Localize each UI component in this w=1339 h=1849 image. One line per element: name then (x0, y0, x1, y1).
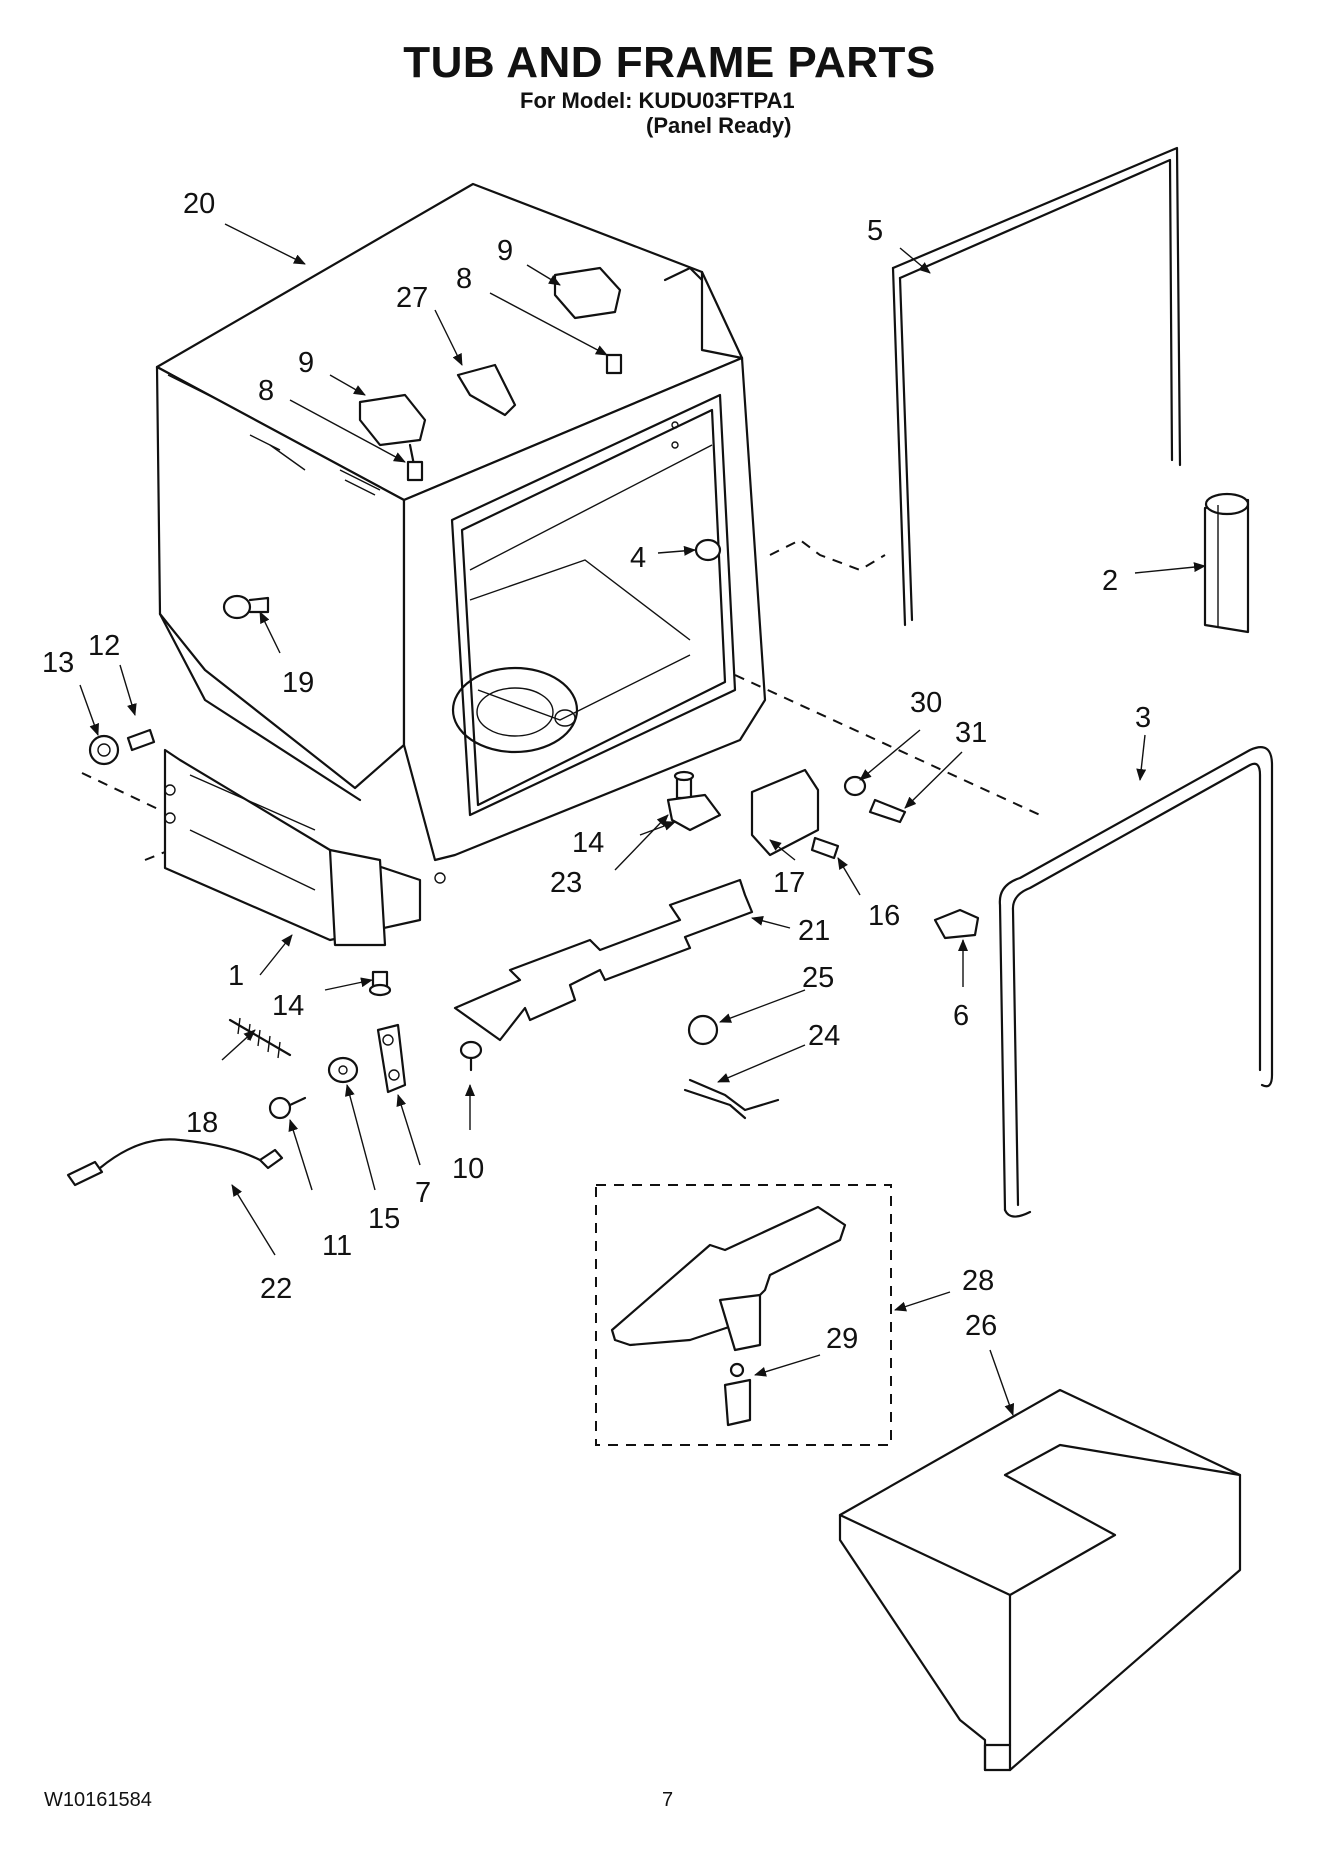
callout-13: 13 (42, 647, 74, 679)
callout-6: 6 (953, 1000, 969, 1032)
callout-22: 19 (282, 667, 314, 699)
callout-31: 31 (955, 717, 987, 749)
callout-27: 27 (396, 282, 428, 314)
door-seal-5 (891, 146, 1182, 627)
callout-15: 15 (368, 1203, 400, 1235)
callout-17: 26 (965, 1310, 997, 1342)
callout-9-left: 9 (298, 347, 314, 379)
callout-2: 2 (1102, 565, 1118, 597)
callout-19: 17 (773, 867, 805, 899)
callout-8-right: 8 (456, 263, 472, 295)
page-title: TUB AND FRAME PARTS (403, 38, 936, 87)
spring-16 (228, 1017, 292, 1059)
callout-10: 11 (322, 1230, 352, 1262)
callout-20: 22 (260, 1273, 292, 1305)
callout-23: 23 (550, 867, 582, 899)
hinge-bracket-left (358, 393, 427, 482)
tub-assembly (155, 182, 767, 947)
callout-5: 5 (867, 215, 883, 247)
callout-labels: 20 9 8 27 9 8 4 5 2 3 19 12 13 1 14 23 1… (42, 188, 1151, 1355)
part-28-box (595, 1184, 892, 1446)
model-line: For Model: KUDU03FTPA1 (520, 88, 795, 113)
callout-26: 25 (802, 962, 834, 994)
screw-12 (126, 728, 156, 752)
washer-15 (327, 1056, 359, 1084)
screw-18 (810, 836, 840, 860)
bracket-25 (683, 1078, 780, 1120)
plate-21 (453, 878, 754, 1042)
bracket-19 (750, 768, 820, 857)
document-number: W10161584 (44, 1789, 152, 1811)
callout-18: 16 (868, 900, 900, 932)
clip-27 (456, 363, 517, 417)
callout-3: 3 (1135, 702, 1151, 734)
callout-25: 24 (808, 1020, 840, 1052)
callout-29: 29 (826, 1323, 858, 1355)
callout-9-right: 9 (497, 235, 513, 267)
page-number: 7 (662, 1789, 674, 1811)
callout-11: 10 (452, 1153, 484, 1185)
leveler-14-upper (673, 770, 695, 800)
clip-23 (666, 793, 722, 832)
plug-11 (459, 1040, 483, 1072)
parts-30-31 (843, 775, 907, 824)
base-17 (838, 1388, 1242, 1772)
variant-line: (Panel Ready) (646, 113, 792, 138)
cable-20 (66, 1138, 284, 1187)
callout-14-upper: 14 (572, 827, 604, 859)
callout-arrows (79, 223, 1206, 1416)
roller-13 (88, 734, 120, 766)
callout-14-lower: 14 (272, 990, 304, 1022)
callout-12: 12 (88, 630, 120, 662)
callout-8-left: 8 (258, 375, 274, 407)
link-7 (376, 1023, 407, 1094)
callout-21: 21 (798, 915, 830, 947)
thermostat-26 (687, 1014, 719, 1046)
bolt-10 (268, 1096, 307, 1120)
gasket-strip-2 (1203, 492, 1250, 634)
callout-16: 18 (186, 1107, 218, 1139)
callout-24: 20 (183, 188, 215, 220)
callout-30: 30 (910, 687, 942, 719)
tub-gasket-3 (998, 746, 1274, 1218)
callout-1: 1 (228, 960, 244, 992)
screw-4 (694, 538, 722, 562)
callout-7: 7 (415, 1177, 431, 1209)
callout-4: 4 (630, 542, 646, 574)
callout-28: 28 (962, 1265, 994, 1297)
leveler-14-lower (368, 970, 392, 997)
hinge-bracket-right (553, 266, 623, 375)
clip-6 (933, 908, 980, 940)
